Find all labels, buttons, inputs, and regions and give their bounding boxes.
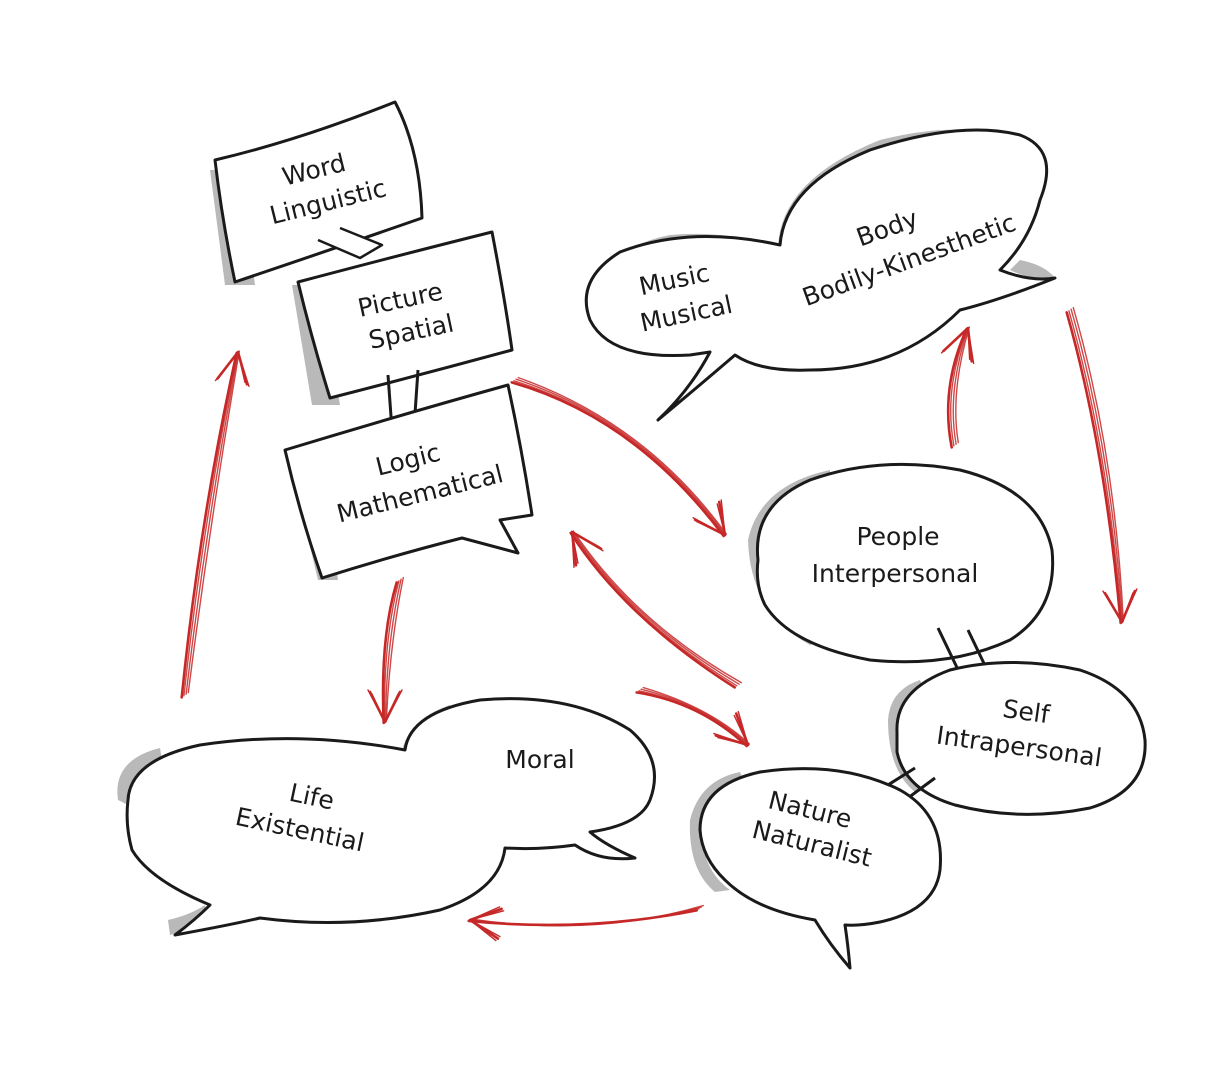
node-life-moral-bubble: Moral Life Existential [117, 697, 656, 937]
people-label-2: Interpersonal [812, 559, 979, 588]
node-word-linguistic: Word Linguistic [210, 100, 424, 285]
arrow-logic-to-life [367, 576, 404, 725]
people-label-1: People [856, 522, 939, 551]
node-people-interpersonal: People Interpersonal [748, 462, 1055, 664]
arrow-body-to-self [1065, 306, 1138, 625]
node-logic-mathematical: Logic Mathematical [283, 383, 534, 580]
self-label-1: Self [1001, 694, 1053, 729]
arrows-group [180, 306, 1138, 942]
node-music-body-bubble: Music Musical Body Bodily-Kinesthetic [584, 128, 1057, 422]
arrow-nature-to-logic [569, 530, 742, 689]
arrow-people-to-body [940, 326, 975, 449]
node-self-intrapersonal: Self Intrapersonal [888, 661, 1147, 816]
node-picture-spatial: Picture Spatial [292, 230, 514, 405]
arrow-moral-to-nature [635, 686, 751, 748]
arrow-logic-to-people [510, 376, 728, 538]
arrow-nature-to-life [467, 904, 704, 942]
arrow-life-to-word [180, 350, 250, 699]
moral-label: Moral [505, 745, 574, 774]
connector-word-picture [317, 226, 384, 260]
node-nature-naturalist: Nature Naturalist [689, 767, 942, 970]
